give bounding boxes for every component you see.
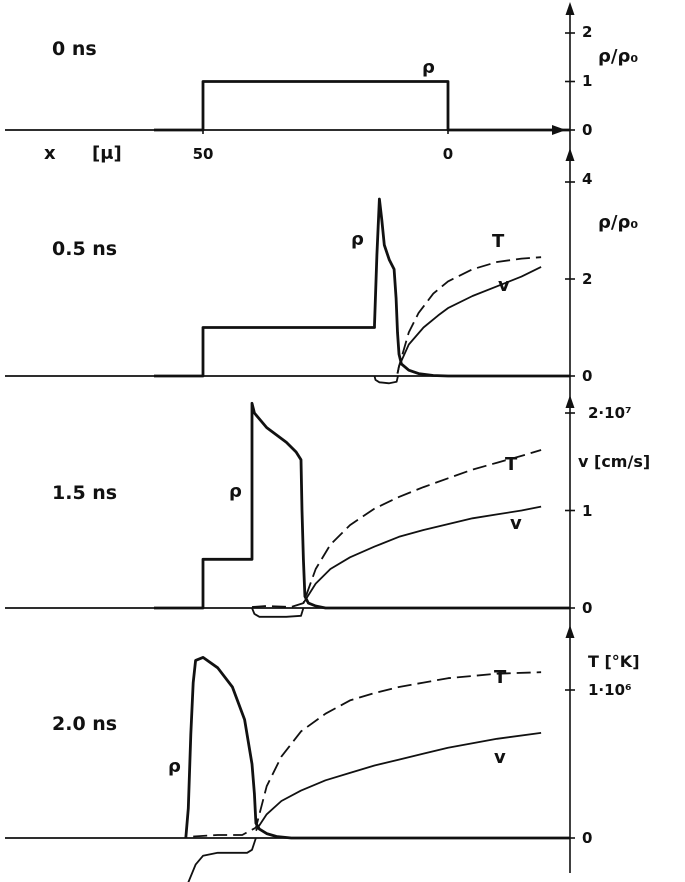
y-ticks: 0 1 2 0 2 4 0 1 2·10⁷ 0 1·10⁶ xyxy=(202,23,632,847)
curve-label-rho: ρ xyxy=(422,57,435,78)
series-v-negative-0.5ns xyxy=(373,375,399,385)
time-label-0.5ns: 0.5 ns xyxy=(52,238,117,260)
series-rho-1.5ns xyxy=(154,401,571,610)
curve-label-v: v xyxy=(510,513,522,534)
series-rho-2.0ns xyxy=(184,656,571,840)
x-tick-label-50: 50 xyxy=(193,145,214,163)
curve-label-rho: ρ xyxy=(351,229,364,250)
y-tick-label: 1 xyxy=(582,502,592,520)
curve-label-rho: ρ xyxy=(168,756,181,777)
series-v-negative-2.0ns xyxy=(187,837,257,882)
curve-label-T: T xyxy=(494,667,507,688)
y-axis-label-0.5ns: ρ/ρ₀ xyxy=(598,212,638,233)
series-T-0.5ns xyxy=(396,256,542,374)
x-tick-label-0: 0 xyxy=(443,145,453,163)
y-tick-label: 0 xyxy=(582,367,592,385)
series-v-negative-1.5ns xyxy=(251,607,305,618)
y-axis-label-0ns: ρ/ρ₀ xyxy=(598,46,638,67)
curve-label-T: T xyxy=(505,454,518,475)
y-tick-label: 2·10⁷ xyxy=(588,404,632,422)
series-rho-0ns xyxy=(154,80,571,132)
y-axis-label-2.0ns: T [°K] xyxy=(588,652,640,671)
curve-label-v: v xyxy=(494,747,506,768)
time-label-1.5ns: 1.5 ns xyxy=(52,482,117,504)
series-v-1.5ns xyxy=(302,505,542,604)
x-axis-label: x xyxy=(44,143,56,164)
y-axis-label-1.5ns: v [cm/s] xyxy=(578,452,650,471)
y-tick-label: 2 xyxy=(582,270,592,288)
y-tick-label: 0 xyxy=(582,829,592,847)
x-axis-unit: [μ] xyxy=(92,143,122,164)
y-tick-label: 0 xyxy=(582,599,592,617)
series-T-2.0ns xyxy=(193,671,542,838)
curve-label-T: T xyxy=(492,231,505,252)
right-vertical-axis xyxy=(565,2,575,873)
y-tick-label: 1·10⁶ xyxy=(588,681,632,699)
series-T-1.5ns xyxy=(251,449,542,608)
series-v-0.5ns xyxy=(396,266,542,374)
time-label-2.0ns: 2.0 ns xyxy=(52,713,117,735)
series-v-2.0ns xyxy=(255,732,542,832)
curve-label-v: v xyxy=(498,275,510,296)
y-tick-label: 0 xyxy=(582,121,592,139)
y-tick-label: 4 xyxy=(582,170,592,188)
series-rho-0.5ns xyxy=(154,197,571,378)
y-tick-label: 2 xyxy=(582,23,592,41)
curve-label-rho: ρ xyxy=(229,481,242,502)
time-label-0ns: 0 ns xyxy=(52,38,97,60)
y-tick-label: 1 xyxy=(582,72,592,90)
curves xyxy=(154,80,571,882)
